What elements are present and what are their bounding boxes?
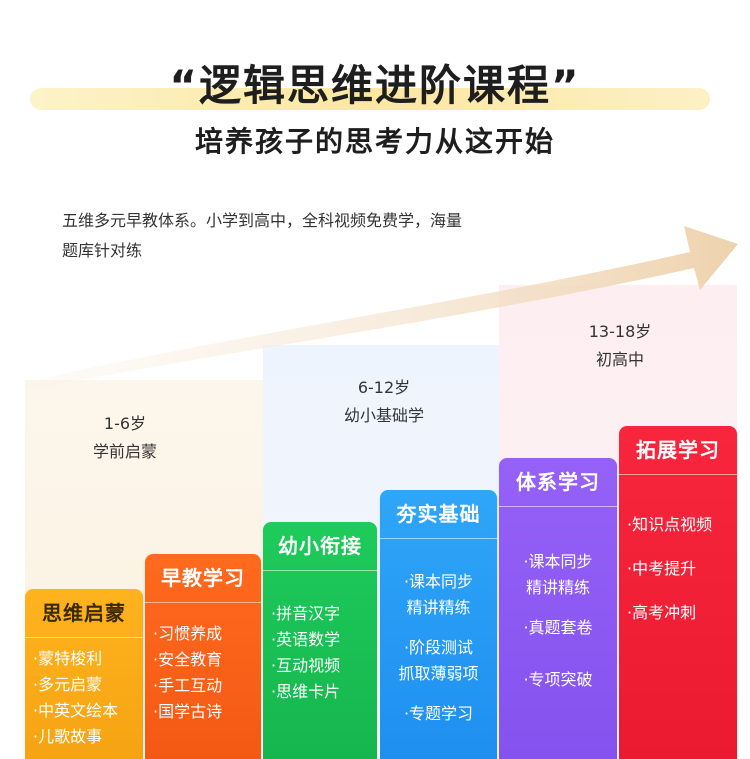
list-item: ·儿歌故事 [33,727,103,746]
list-item: ·拼音汉字 [271,604,341,623]
title-highlight [30,88,710,110]
list-item: ·中考提升 [627,559,697,578]
list-item: ·知识点视频 [627,515,713,534]
stage-label-secondary: 13-18岁 初高中 [520,318,720,374]
column-divider [263,570,377,571]
stage-age: 13-18岁 [588,322,652,341]
course-column-early-education[interactable]: 早教学习 ·习惯养成 ·安全教育 ·手工互动 ·国学古诗 [145,554,261,759]
intro-line-1: 五维多元早教体系。小学到高中，全科视频免费学，海量 [62,211,463,230]
stage-label-preschool: 1-6岁 学前启蒙 [25,410,225,466]
column-divider [25,637,143,638]
column-divider [619,474,737,475]
list-item: ·课本同步 [523,552,593,571]
course-column-thinking[interactable]: 思维启蒙 ·蒙特梭利 ·多元启蒙 ·中英文绘本 ·儿歌故事 [25,589,143,759]
list-item: ·真题套卷 [523,618,593,637]
column-title: 夯实基础 [396,502,481,526]
list-item: ·课本同步 [403,572,474,591]
list-item: 精讲精练 [525,578,590,597]
course-column-systematic[interactable]: 体系学习 ·课本同步 精讲精练 ·真题套卷 ·专项突破 [499,458,617,759]
course-column-extended[interactable]: 拓展学习 ·知识点视频 ·中考提升 ·高考冲刺 [619,426,737,759]
page-subtitle: 培养孩子的思考力从这开始 [194,125,555,158]
list-item: ·阶段测试 [403,638,474,657]
list-item: ·英语数学 [271,630,341,649]
list-item: ·蒙特梭利 [33,649,103,668]
course-column-transition[interactable]: 幼小衔接 ·拼音汉字 ·英语数学 ·互动视频 ·思维卡片 [263,522,377,759]
column-divider [145,602,261,603]
intro-text: 五维多元早教体系。小学到高中，全科视频免费学，海量 题库针对练 [62,206,532,266]
stage-age: 1-6岁 [103,414,147,433]
list-item: ·多元启蒙 [33,675,103,694]
list-item: 抓取薄弱项 [398,664,479,683]
column-divider [499,506,617,507]
column-title: 幼小衔接 [278,534,362,558]
list-item: ·专题学习 [403,704,474,723]
intro-line-2: 题库针对练 [62,241,143,260]
column-title: 体系学习 [516,470,600,494]
stage-name: 幼小基础学 [343,406,424,425]
list-item: 精讲精练 [406,598,471,617]
stage-label-primary: 6-12岁 幼小基础学 [284,374,484,430]
page-title: “逻辑思维进阶课程” [169,61,581,110]
list-item: ·高考冲刺 [627,603,697,622]
list-item: ·中英文绘本 [33,701,119,720]
list-item: ·习惯养成 [153,624,223,643]
list-item: ·安全教育 [153,650,223,669]
stage-name: 学前启蒙 [92,442,157,461]
column-title: 早教学习 [161,566,245,590]
stage-age: 6-12岁 [357,378,411,397]
list-item: ·思维卡片 [271,682,341,701]
list-item: ·手工互动 [153,676,223,695]
list-item: ·互动视频 [271,656,341,675]
list-item: ·专项突破 [523,670,593,689]
column-divider [380,538,497,539]
stage-name: 初高中 [595,350,644,369]
column-title: 思维启蒙 [42,601,126,625]
column-title: 拓展学习 [636,438,720,462]
list-item: ·国学古诗 [153,702,223,721]
course-column-foundation[interactable]: 夯实基础 ·课本同步 精讲精练 ·阶段测试 抓取薄弱项 ·专题学习 [380,490,497,759]
